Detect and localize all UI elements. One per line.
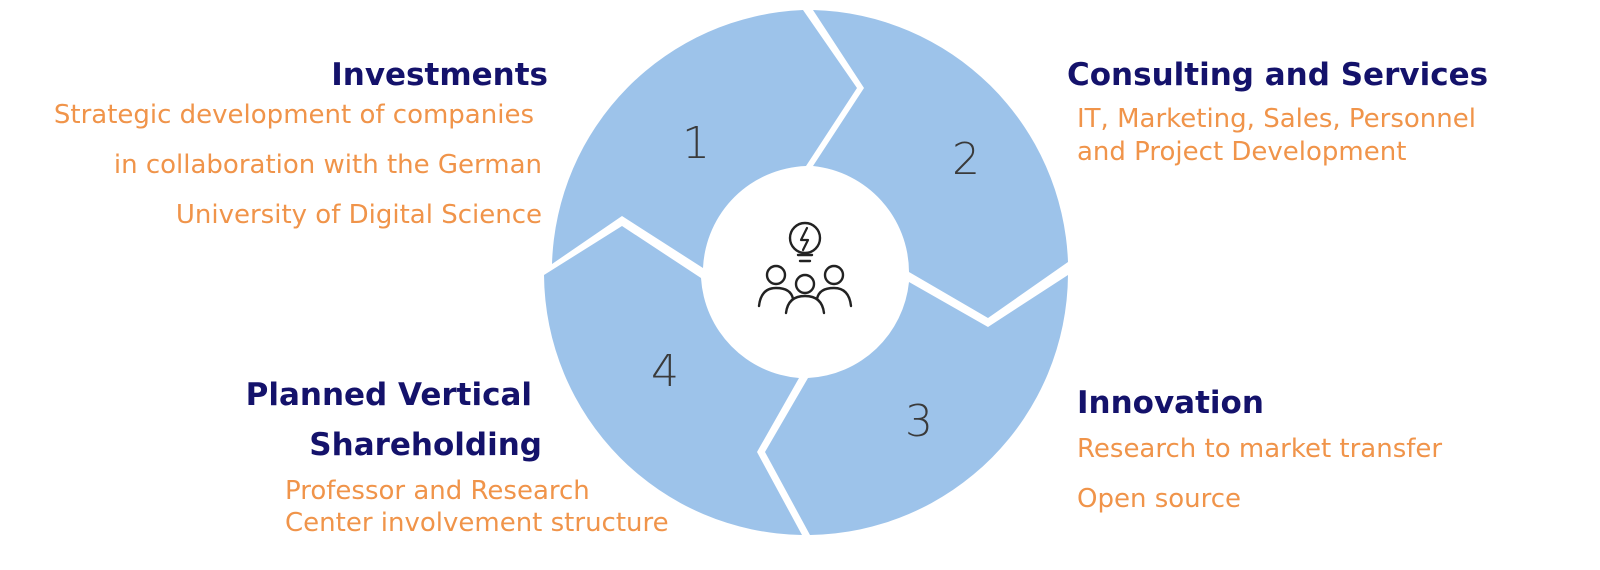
step-3-desc-line-1: Research to market transfer	[1077, 434, 1443, 464]
cycle-segment-1	[552, 10, 857, 268]
step-4-title-line-2: Shareholding	[309, 427, 542, 463]
step-1-desc-line-2: in collaboration with the German	[113, 150, 542, 180]
step-2-desc-line-1: IT, Marketing, Sales, Personnel	[1077, 104, 1476, 134]
cycle-segment-4	[544, 226, 802, 535]
step-number-3: 3	[905, 396, 933, 447]
step-number-4: 4	[651, 346, 679, 397]
cycle-segment-2	[813, 10, 1068, 318]
step-2-title: Consulting and Services	[1067, 57, 1489, 93]
step-4-desc-line-1: Professor and Research	[285, 476, 590, 506]
team-idea-icon	[757, 221, 853, 315]
step-4-desc-line-2: Center involvement structure	[285, 508, 669, 538]
step-1-desc-line-3: University of Digital Science	[175, 200, 542, 230]
step-1-desc-line-1: Strategic development of companies	[53, 100, 534, 130]
cycle-segment-3	[765, 275, 1068, 535]
step-1-title: Investments	[331, 57, 548, 93]
step-number-1: 1	[682, 118, 710, 169]
step-number-2: 2	[952, 134, 980, 185]
step-4-title-line-1: Planned Vertical	[245, 377, 532, 413]
step-3-title: Innovation	[1077, 385, 1264, 421]
step-2-desc-line-2: and Project Development	[1077, 137, 1407, 167]
step-3-desc-line-2: Open source	[1077, 484, 1242, 514]
